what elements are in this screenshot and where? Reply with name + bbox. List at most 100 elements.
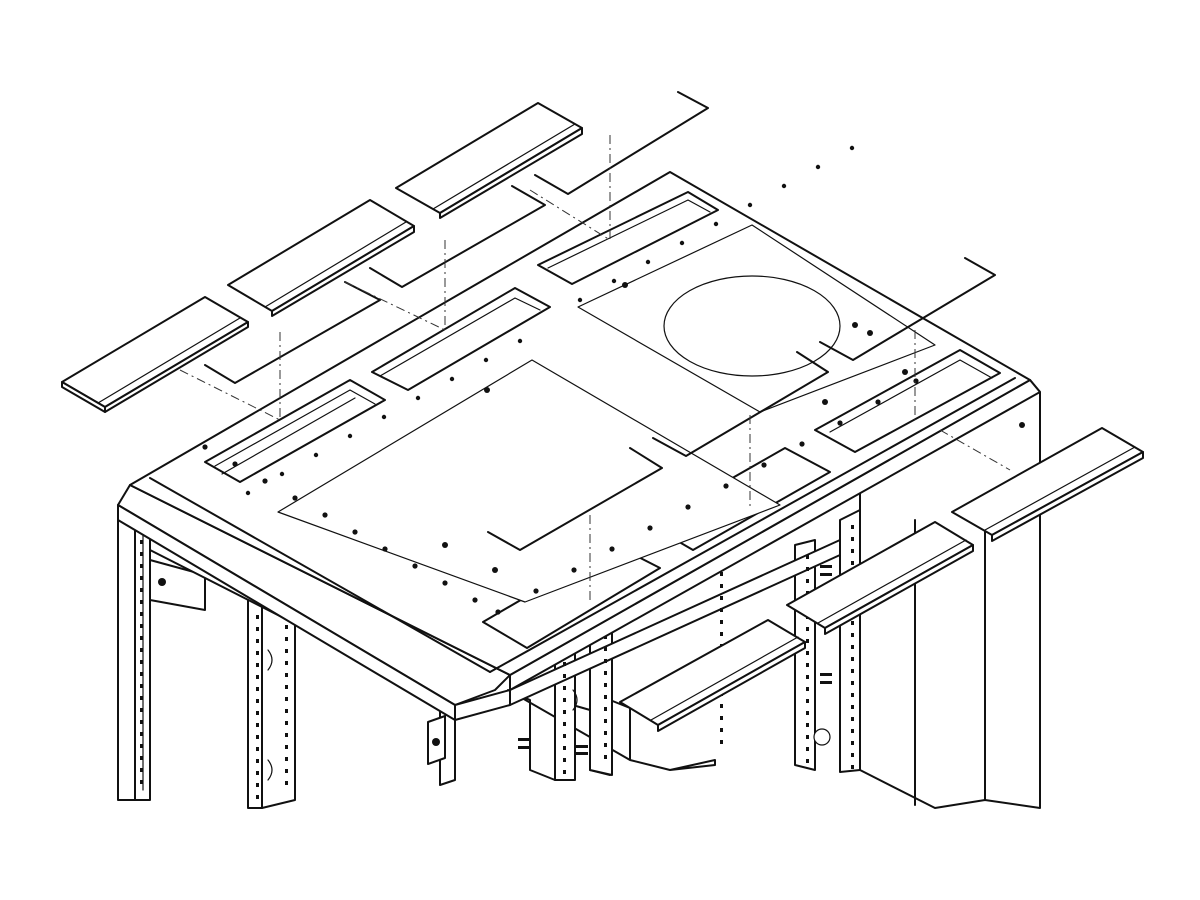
- rail-hole: [256, 651, 259, 655]
- mounting-hole: [245, 490, 251, 496]
- rail-hole: [604, 659, 607, 663]
- rail-hole: [806, 675, 809, 679]
- mounting-hole: [495, 609, 501, 615]
- mounting-hole: [875, 399, 881, 405]
- rail-hole: [285, 733, 288, 737]
- mounting-hole: [292, 495, 298, 501]
- mounting-hole: [347, 433, 353, 439]
- rail-hole: [851, 729, 854, 733]
- rail-hole: [851, 549, 854, 553]
- mounting-hole: [685, 504, 691, 510]
- rail-hole: [851, 657, 854, 661]
- mounting-hole: [472, 597, 478, 603]
- rail-hole: [806, 651, 809, 655]
- rail-hole: [806, 735, 809, 739]
- rail-hole: [140, 576, 143, 580]
- mounting-hole: [852, 322, 858, 328]
- mounting-hole: [799, 441, 805, 447]
- rail-hole: [720, 608, 723, 612]
- blanking-plate-right-upper: [951, 427, 1144, 542]
- mounting-hole: [609, 546, 615, 552]
- rail-hole: [806, 627, 809, 631]
- mounting-hole: [232, 461, 238, 467]
- rail-hole: [140, 768, 143, 772]
- rail-hole: [256, 759, 259, 763]
- rail-hole: [285, 685, 288, 689]
- mounting-hole: [577, 297, 583, 303]
- rail-hole: [851, 717, 854, 721]
- mounting-hole: [723, 483, 729, 489]
- rail-hole: [256, 663, 259, 667]
- rail-hole: [851, 705, 854, 709]
- rail-hole: [256, 771, 259, 775]
- rail-hole: [604, 755, 607, 759]
- rail-hole: [140, 612, 143, 616]
- rail-hole: [720, 620, 723, 624]
- roof-access-plates: [277, 224, 936, 603]
- rail-hole: [285, 745, 288, 749]
- rail-hole: [563, 722, 566, 726]
- rail-hole: [604, 743, 607, 747]
- rail-hole: [563, 662, 566, 666]
- rail-hole: [806, 555, 809, 559]
- rail-hole: [140, 780, 143, 784]
- rail-hole: [256, 687, 259, 691]
- rail-hole: [285, 781, 288, 785]
- mounting-hole: [611, 278, 617, 284]
- blanking-plate-right-middle: [786, 521, 974, 635]
- rail-hole: [851, 669, 854, 673]
- rail-hole: [604, 695, 607, 699]
- rail-hole: [563, 734, 566, 738]
- rail-hole: [285, 721, 288, 725]
- rail-hole: [851, 633, 854, 637]
- rail-hole: [806, 639, 809, 643]
- rail-hole: [140, 648, 143, 652]
- rail-hole: [563, 746, 566, 750]
- rail-hole: [140, 696, 143, 700]
- mounting-hole: [517, 338, 523, 344]
- rail-hole: [140, 720, 143, 724]
- rail-hole: [563, 770, 566, 774]
- rail-hole: [806, 687, 809, 691]
- rail-hole: [563, 674, 566, 678]
- mounting-hole: [713, 221, 719, 227]
- rail-hole: [720, 740, 723, 744]
- mounting-hole: [279, 471, 285, 477]
- rail-hole: [285, 637, 288, 641]
- rail-hole: [563, 758, 566, 762]
- rail-hole: [140, 660, 143, 664]
- rail-hole: [720, 704, 723, 708]
- rail-hole: [604, 671, 607, 675]
- rail-hole: [851, 681, 854, 685]
- rail-hole: [806, 711, 809, 715]
- mounting-hole: [867, 330, 873, 336]
- mounting-hole: [902, 369, 908, 375]
- rail-hole: [806, 567, 809, 571]
- rail-hole: [563, 698, 566, 702]
- mounting-hole: [484, 387, 490, 393]
- rail-hole: [720, 632, 723, 636]
- rail-hole: [806, 699, 809, 703]
- mounting-hole: [781, 183, 787, 189]
- rail-hole: [604, 683, 607, 687]
- mounting-hole: [202, 444, 208, 450]
- rail-hole: [256, 639, 259, 643]
- rail-hole: [140, 624, 143, 628]
- cabinet: [117, 145, 1041, 809]
- rail-hole: [851, 753, 854, 757]
- mounting-hole: [849, 145, 855, 151]
- rail-hole: [285, 697, 288, 701]
- mounting-hole: [442, 542, 448, 548]
- rail-hole: [806, 579, 809, 583]
- retaining-rod: [204, 91, 996, 551]
- rail-hole: [140, 708, 143, 712]
- mounting-hole: [382, 546, 388, 552]
- rail-hole: [806, 723, 809, 727]
- mounting-hole: [913, 378, 919, 384]
- rail-hole: [140, 684, 143, 688]
- rail-hole: [140, 540, 143, 544]
- mounting-hole: [571, 567, 577, 573]
- rail-hole: [256, 723, 259, 727]
- rail-hole: [851, 693, 854, 697]
